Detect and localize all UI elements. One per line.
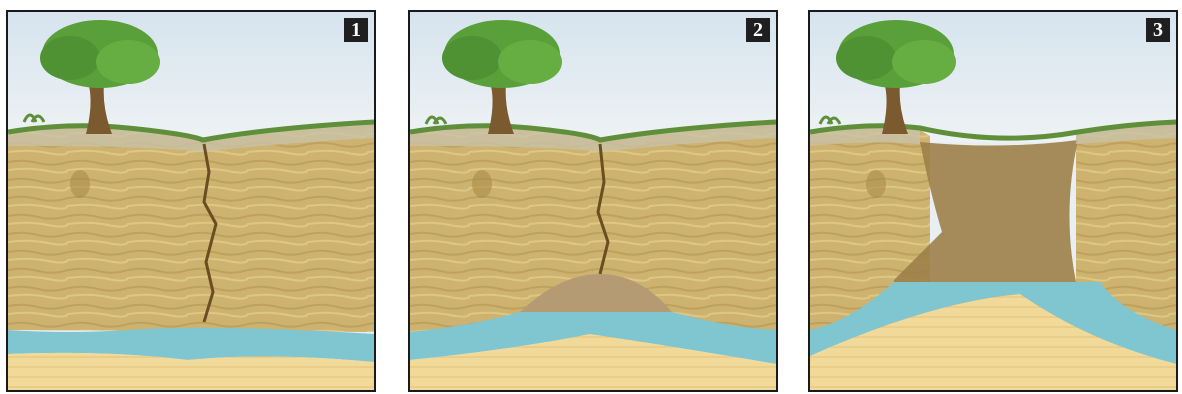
stage-2-cross-section [410, 12, 776, 390]
sinkhole-stage-2-panel: 2 [408, 10, 778, 392]
panel-number-2: 2 [746, 18, 770, 42]
stage-1-cross-section [8, 12, 374, 390]
stage-3-cross-section [810, 12, 1176, 390]
fossil-mark [866, 170, 886, 198]
fossil-mark [70, 170, 90, 198]
panel-number-1: 1 [344, 18, 368, 42]
sinkhole-stage-3-panel: 3 [808, 10, 1178, 392]
limestone-layer [8, 124, 374, 332]
sinkhole-stage-1-panel: 1 [6, 10, 376, 392]
panel-number-3: 3 [1146, 18, 1170, 42]
fossil-mark [472, 170, 492, 198]
